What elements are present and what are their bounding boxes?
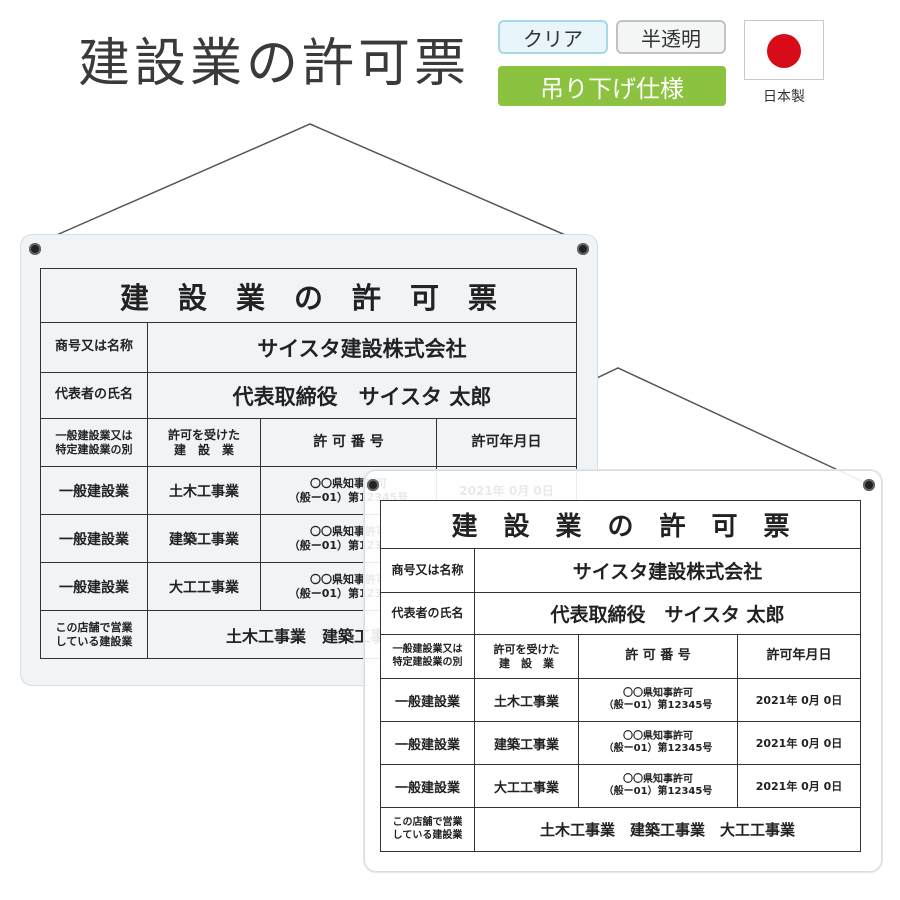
screw-icon xyxy=(29,243,41,255)
row-work: 土木工事業 xyxy=(474,678,579,722)
row-number: 〇〇県知事許可（般ー01）第12345号 xyxy=(578,721,738,765)
flag-sun-icon xyxy=(767,34,801,68)
representative-name: 代表取締役 サイスタ 太郎 xyxy=(473,592,862,635)
page-title: 建設業の許可票 xyxy=(78,34,471,94)
company-name: サイスタ建設株式会社 xyxy=(473,548,862,593)
label-representative: 代表者の氏名 xyxy=(380,592,475,635)
row-kind: 一般建設業 xyxy=(380,721,475,765)
row-work: 大工工事業 xyxy=(147,562,261,611)
label-representative: 代表者の氏名 xyxy=(40,372,148,419)
translucent-tag: 半透明 xyxy=(616,20,726,54)
header-number: 許 可 番 号 xyxy=(260,418,437,467)
japan-flag-icon xyxy=(744,20,824,80)
row-number: 〇〇県知事許可（般ー01）第12345号 xyxy=(578,764,738,808)
row-date: 2021年 0月 0日 xyxy=(736,764,862,808)
hanging-tag: 吊り下げ仕様 xyxy=(498,66,726,106)
row-kind: 一般建設業 xyxy=(40,562,148,611)
header-work: 許可を受けた建 設 業 xyxy=(147,418,261,467)
label-company: 商号又は名称 xyxy=(380,548,475,593)
made-in-japan-label: 日本製 xyxy=(763,89,805,105)
screw-icon xyxy=(863,479,875,491)
representative-name: 代表取締役 サイスタ 太郎 xyxy=(146,372,578,419)
row-work: 大工工事業 xyxy=(474,764,579,808)
header-date: 許可年月日 xyxy=(736,634,862,679)
screw-icon xyxy=(367,479,379,491)
row-date: 2021年 0月 0日 xyxy=(736,678,862,722)
screw-icon xyxy=(577,243,589,255)
row-kind: 一般建設業 xyxy=(380,678,475,722)
row-work: 建築工事業 xyxy=(147,514,261,563)
back-wire xyxy=(35,123,587,245)
header-date: 許可年月日 xyxy=(435,418,578,467)
label-store-works: この店舗で営業している建設業 xyxy=(40,610,148,659)
store-works: 土木工事業 建築工事業 大工工事業 xyxy=(473,807,862,852)
row-kind: 一般建設業 xyxy=(40,466,148,515)
row-work: 土木工事業 xyxy=(147,466,261,515)
clear-tag: クリア xyxy=(498,20,608,54)
header-kind: 一般建設業又は特定建設業の別 xyxy=(40,418,148,467)
header-kind: 一般建設業又は特定建設業の別 xyxy=(380,634,475,679)
row-kind: 一般建設業 xyxy=(40,514,148,563)
label-company: 商号又は名称 xyxy=(40,322,148,373)
board-title: 建 設 業 の 許 可 票 xyxy=(379,500,862,549)
row-date: 2021年 0月 0日 xyxy=(736,721,862,765)
header-number: 許 可 番 号 xyxy=(578,634,738,679)
company-name: サイスタ建設株式会社 xyxy=(146,322,578,373)
front-permit-board: 建 設 業 の 許 可 票 商号又は名称サイスタ建設株式会社 代表者の氏名代表取… xyxy=(379,500,862,852)
header-work: 許可を受けた建 設 業 xyxy=(474,634,579,679)
row-work: 建築工事業 xyxy=(474,721,579,765)
board-title: 建 設 業 の 許 可 票 xyxy=(39,268,578,323)
row-kind: 一般建設業 xyxy=(380,764,475,808)
label-store-works: この店舗で営業している建設業 xyxy=(380,807,475,852)
row-number: 〇〇県知事許可（般ー01）第12345号 xyxy=(578,678,738,722)
